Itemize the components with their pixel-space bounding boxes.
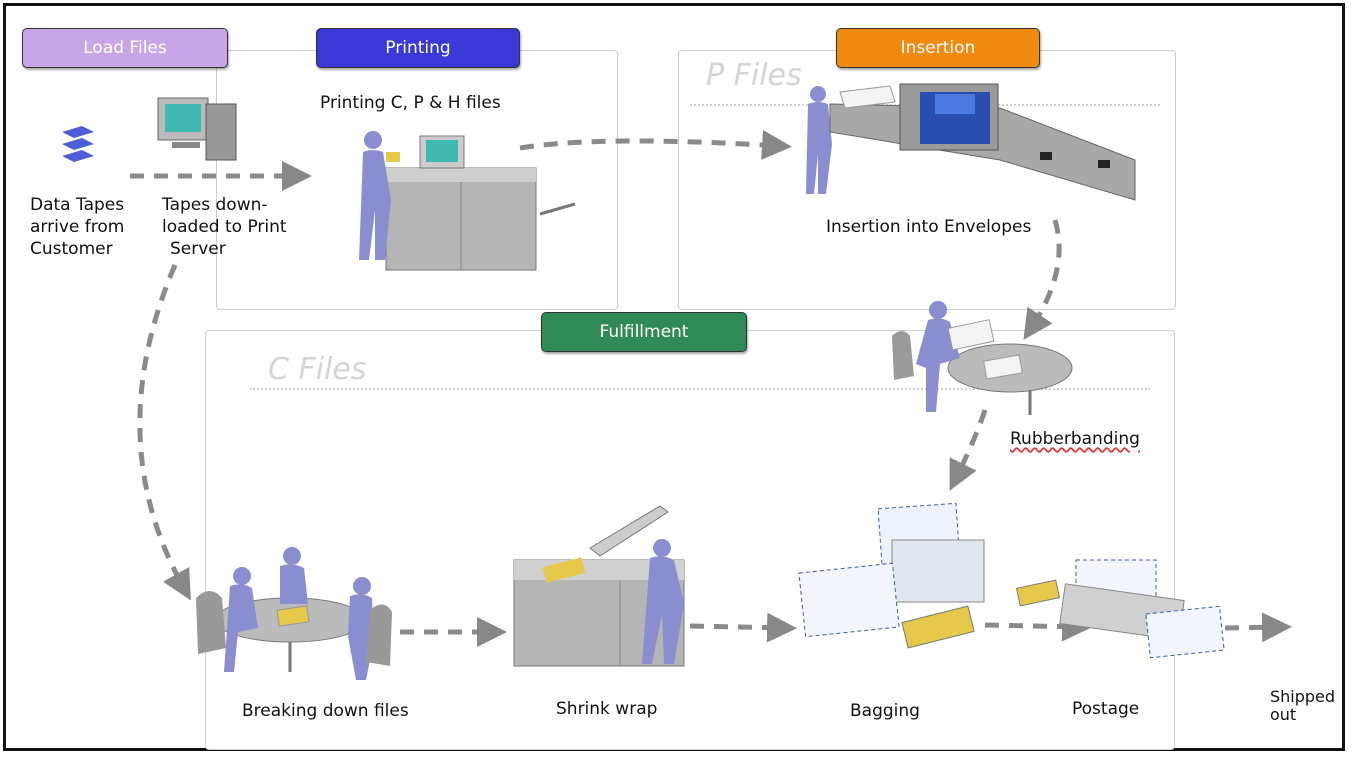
bagging-label: Bagging <box>850 701 920 721</box>
postage-scene-icon <box>1015 559 1225 659</box>
arrow-shrink-to-bagging <box>689 612 797 643</box>
printing-scene-icon <box>359 131 576 271</box>
flow-arrows <box>130 129 1292 647</box>
insertion-envelopes-label: Insertion into Envelopes <box>826 217 1032 237</box>
shipped-out-label: Shipped out <box>1270 687 1336 724</box>
arrow-bagging-to-postage <box>984 611 1092 642</box>
shrink-wrap-label: Shrink wrap <box>556 699 658 719</box>
load-files-header: Load Files <box>22 28 228 68</box>
arrow-rubber-to-bagging <box>949 409 988 491</box>
bagging-scene-icon <box>798 502 985 649</box>
print-server-icon <box>157 97 237 161</box>
fulfillment-header: Fulfillment <box>541 312 747 352</box>
shrink-wrap-machine-icon <box>513 505 685 667</box>
printing-header: Printing <box>316 28 520 68</box>
printing-files-label: Printing C, P & H files <box>320 93 501 113</box>
breaking-down-label: Breaking down files <box>242 701 409 721</box>
fulfillment-panel <box>205 330 1175 750</box>
c-files-label: C Files <box>268 352 367 387</box>
arrow-print-to-insertion <box>519 129 792 160</box>
data-tapes-label: Data Tapes arrive from Customer <box>30 195 125 259</box>
rubberbanding-scene-icon <box>892 301 1073 415</box>
tapes-downloaded-label: Tapes down- loaded to Print Server <box>162 195 287 259</box>
insertion-machine-icon <box>806 83 1136 201</box>
breaking-down-scene-icon <box>196 547 392 680</box>
insertion-header: Insertion <box>836 28 1040 68</box>
c-files-divider <box>250 388 1150 390</box>
arrow-postage-to-shipped <box>1224 612 1292 643</box>
arrow-insertion-to-rubber <box>1023 219 1062 340</box>
postage-label: Postage <box>1072 699 1140 719</box>
rubberbanding-label: Rubberbanding <box>1010 429 1140 449</box>
p-files-label: P Files <box>706 58 802 93</box>
arrow-server-to-breaking <box>137 264 191 601</box>
data-tapes-icon <box>62 126 94 162</box>
